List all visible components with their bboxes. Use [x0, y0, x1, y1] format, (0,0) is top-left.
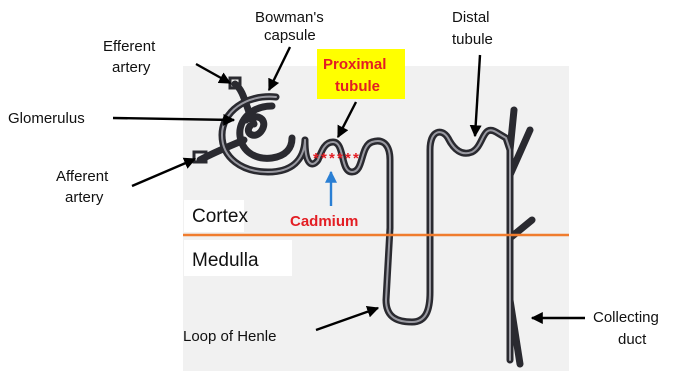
- distal-label-line1: Distal: [452, 9, 490, 26]
- collecting-label-line2: duct: [618, 331, 647, 348]
- efferent-label-line2: artery: [112, 59, 151, 76]
- bowmans-label-line1: Bowman's: [255, 9, 324, 26]
- proximal-label-line1: Proximal: [323, 56, 386, 73]
- afferent-label-line1: Afferent: [56, 168, 109, 185]
- distal-label-line2: tubule: [452, 31, 493, 48]
- collecting-label-line1: Collecting: [593, 309, 659, 326]
- afferent-label-line2: artery: [65, 189, 104, 206]
- efferent-label-line1: Efferent: [103, 38, 156, 55]
- cadmium-marks: * * * * * *: [313, 150, 359, 167]
- bowmans-label-line2: capsule: [264, 27, 316, 44]
- medulla-label: Medulla: [192, 250, 259, 271]
- loop-of-henle-label: Loop of Henle: [183, 328, 276, 345]
- cortex-label: Cortex: [192, 206, 248, 227]
- proximal-label-line2: tubule: [335, 78, 380, 95]
- glomerulus-label: Glomerulus: [8, 110, 85, 127]
- cadmium-label: Cadmium: [290, 213, 358, 230]
